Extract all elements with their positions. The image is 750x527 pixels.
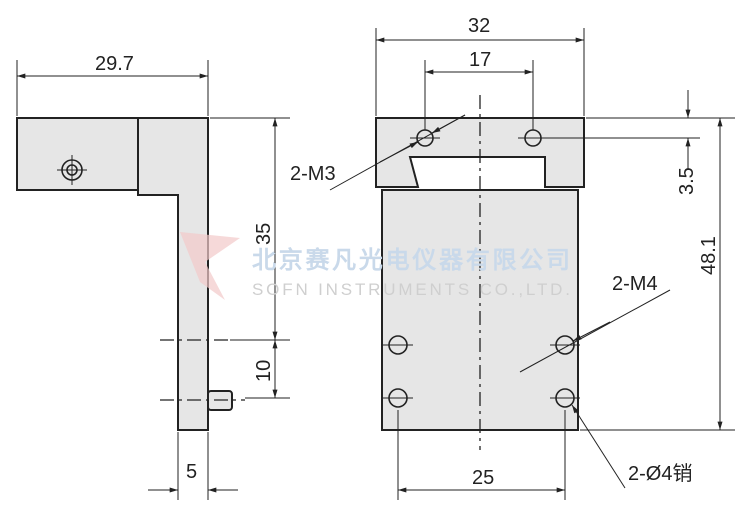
dim-17: 17 <box>469 49 491 71</box>
dim-10: 10 <box>253 360 275 382</box>
side-view: 29.7 35 10 5 <box>16 53 290 500</box>
label-m3: 2-M3 <box>290 163 336 185</box>
front-view: 32 17 2-M3 3.5 48.1 2-M4 25 2-Ø4销 <box>290 15 735 500</box>
watermark-en: SOFN INSTRUMENTS CO.,LTD. <box>252 280 570 299</box>
dim-32: 32 <box>468 15 490 37</box>
label-m4: 2-M4 <box>612 273 658 295</box>
dim-25: 25 <box>472 467 494 489</box>
label-pin: 2-Ø4销 <box>628 462 692 485</box>
dim-35: 35 <box>253 223 275 245</box>
dim-3-5: 3.5 <box>676 167 698 195</box>
logo-icon <box>180 232 240 300</box>
bracket-leg <box>137 117 209 431</box>
dim-48-1: 48.1 <box>698 236 720 275</box>
dim-29-7: 29.7 <box>95 53 134 75</box>
dim-5: 5 <box>186 461 197 483</box>
